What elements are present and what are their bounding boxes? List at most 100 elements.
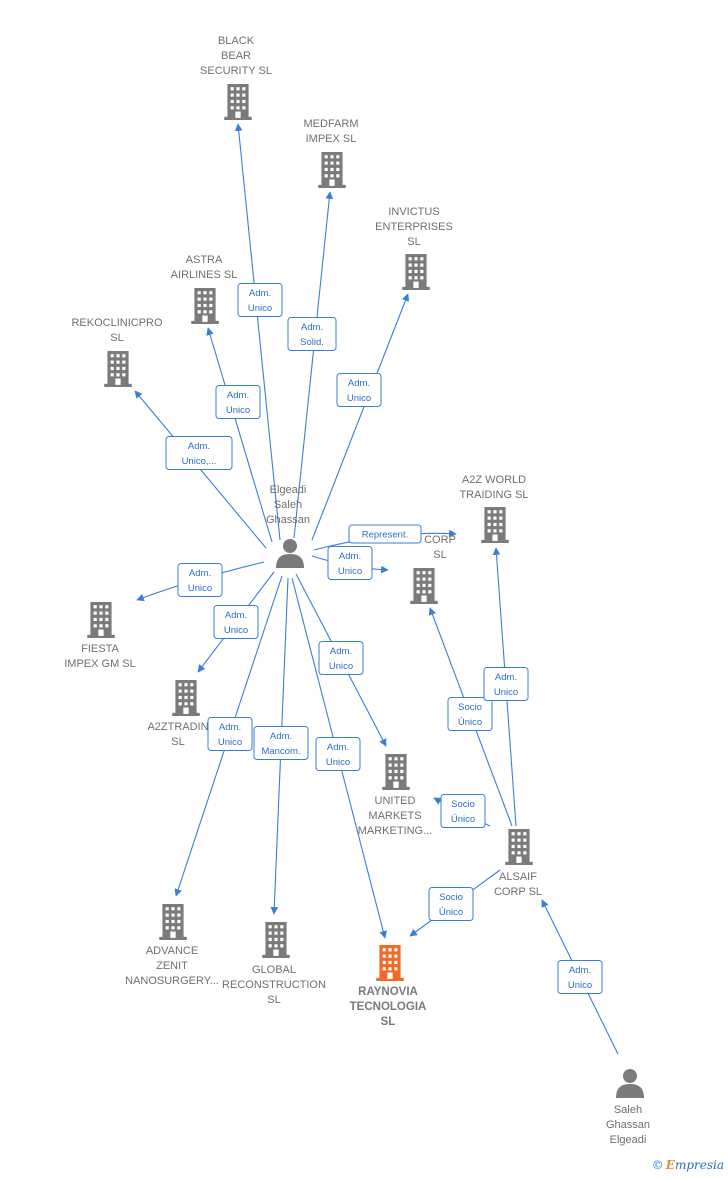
e-astra-label-text: Unico (226, 405, 250, 416)
e-invictus-label-text: Unico (347, 393, 371, 404)
node-label-global: GLOBAL (252, 964, 296, 976)
node-label-raynovia: SL (381, 1016, 396, 1028)
node-label-alsaif: CORP SL (494, 886, 542, 898)
e-alsaif-a2z-label-text: Unico (494, 687, 518, 698)
e-united-label-text: Adm. (330, 646, 352, 657)
node-label-advance: NANOSURGERY... (125, 975, 219, 987)
building-icon (172, 680, 200, 716)
building-icon (191, 288, 219, 324)
e-global-label[interactable]: Adm.Mancom. (253, 726, 309, 760)
node-advance[interactable]: ADVANCEZENITNANOSURGERY... (125, 904, 219, 987)
e-invictus-label-text: Adm. (348, 378, 370, 389)
e-rekoclinic-label[interactable]: Adm. Unico,... (165, 436, 233, 470)
e-alsaif-united-label-text: Único (451, 814, 475, 825)
node-label-raynovia: RAYNOVIA (358, 986, 418, 998)
e-advance-label-text: Unico (218, 737, 242, 748)
e-invictus-label[interactable]: Adm. Unico (336, 373, 382, 407)
e-raynovia-label-text: Unico (326, 757, 350, 768)
person-icon (276, 539, 304, 568)
e-alsaif-united-label-text: Socio (451, 799, 475, 810)
e-corp-label-box (327, 546, 373, 580)
e-fiesta-label[interactable]: Adm.Unico (177, 563, 223, 597)
empresia-logo: ©Empresia (651, 1158, 724, 1172)
node-label-a2ztradin: A2ZTRADIN (147, 721, 208, 733)
e-black-bear-label-text: Adm. (249, 288, 271, 299)
person-icon (616, 1069, 644, 1098)
building-icon (159, 904, 187, 940)
e-alsaif-a2z-label[interactable]: Adm.Unico (483, 667, 529, 701)
node-label-alsaif: ALSAIF (499, 871, 537, 883)
e-united-label-text: Unico (329, 661, 353, 672)
e-alsaif-raynovia-label-text: Único (439, 907, 463, 918)
node-label-raynovia: TECNOLOGIA (350, 1001, 427, 1013)
e-invictus-line (311, 293, 410, 541)
e-fiesta-label-text: Adm. (189, 568, 211, 579)
node-united[interactable]: UNITED MARKETS MARKETING... (358, 754, 433, 837)
node-label-black_bear: BEAR (221, 50, 251, 62)
e-black-bear-label-text: Unico (248, 303, 272, 314)
e-alsaif-corp-label-box (447, 697, 493, 731)
e-alsaif-corp-label-text: Socio (458, 702, 482, 713)
node-alsaif[interactable]: ALSAIF CORP SL (494, 829, 542, 898)
node-label-elgeadi: Ghassan (266, 514, 310, 526)
e-saleh-alsaif-label[interactable]: Adm. Unico (557, 960, 603, 994)
node-label-saleh: Ghassan (606, 1119, 650, 1131)
building-icon (262, 922, 290, 958)
node-label-united: MARKETING... (358, 825, 433, 837)
node-black_bear[interactable]: BLACK BEAR SECURITY SL (200, 35, 272, 120)
e-astra-line (206, 327, 273, 543)
node-label-black_bear: SECURITY SL (200, 65, 272, 77)
e-global-label-box (253, 726, 309, 760)
e-a2ztradin-label-text: Adm. (225, 610, 247, 621)
e-black-bear-line (234, 123, 281, 541)
node-label-elgeadi: Elgeadi (270, 484, 307, 496)
e-a2z-world-label-box (348, 524, 422, 544)
building-icon (402, 254, 430, 290)
e-rekoclinic-label-text: Unico,... (182, 456, 217, 467)
e-medfarm-label-text: Adm. (301, 322, 323, 333)
e-alsaif-united-label-box (440, 794, 486, 828)
node-label-fiesta: FIESTA (81, 643, 119, 655)
building-icon (382, 754, 410, 790)
e-rekoclinic-label-text: Adm. (188, 441, 210, 452)
e-a2z-world-label[interactable]: Represent. (348, 524, 422, 544)
node-label-united: MARKETS (368, 810, 421, 822)
e-raynovia-label[interactable]: Adm. Unico (315, 737, 361, 771)
e-a2ztradin-label[interactable]: Adm. Unico (213, 605, 259, 639)
node-label-invictus: SL (407, 236, 420, 248)
node-label-global: SL (267, 994, 280, 1006)
e-alsaif-a2z-label-box (483, 667, 529, 701)
e-corp-label-text: Unico (338, 566, 362, 577)
e-black-bear-label[interactable]: Adm. Unico (237, 283, 283, 317)
e-saleh-alsaif-label-text: Adm. (569, 965, 591, 976)
e-astra-label[interactable]: Adm.Unico (215, 385, 261, 419)
building-icon (505, 829, 533, 865)
e-global-label-text: Mancom. (261, 746, 300, 757)
node-label-united: UNITED (375, 795, 416, 807)
node-global[interactable]: GLOBAL RECONSTRUCTION SL (222, 922, 326, 1006)
node-label-medfarm: MEDFARM (304, 118, 359, 130)
node-raynovia[interactable]: RAYNOVIA TECNOLOGIA SL (350, 945, 427, 1028)
e-raynovia-label-text: Adm. (327, 742, 349, 753)
e-corp-label[interactable]: Adm.Unico (327, 546, 373, 580)
node-label-global: RECONSTRUCTION (222, 979, 326, 991)
e-medfarm-label[interactable]: Adm.Solid. (287, 317, 337, 351)
node-label-black_bear: BLACK (218, 35, 255, 47)
e-a2ztradin-label-text: Unico (224, 625, 248, 636)
e-united-label[interactable]: Adm. Unico (318, 641, 364, 675)
e-advance-label[interactable]: Adm.Unico (207, 717, 253, 751)
e-saleh-alsaif-label-text: Unico (568, 980, 592, 991)
